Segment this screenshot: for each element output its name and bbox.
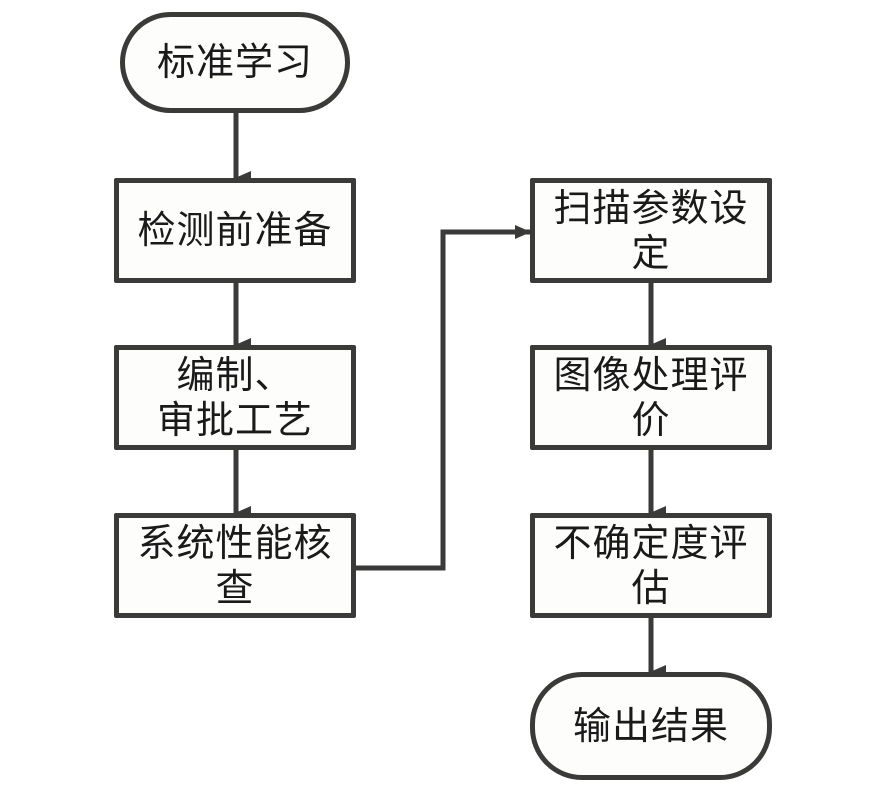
- node-pre-inspection-preparation[interactable]: 检测前准备: [114, 178, 356, 283]
- node-draft-approve-process[interactable]: 编制、 审批工艺: [114, 345, 356, 450]
- node-standard-study[interactable]: 标准学习: [120, 12, 350, 113]
- node-image-processing-evaluation[interactable]: 图像处理评价: [530, 345, 772, 450]
- node-system-performance-check[interactable]: 系统性能核查: [114, 513, 356, 618]
- node-uncertainty-assessment[interactable]: 不确定度评估: [530, 513, 772, 618]
- node-label: 扫描参数设定: [553, 185, 749, 275]
- node-label: 标准学习: [156, 40, 313, 85]
- node-label: 输出结果: [572, 703, 729, 748]
- node-label: 图像处理评价: [553, 352, 749, 442]
- node-label: 编制、 审批工艺: [156, 352, 313, 442]
- node-scan-parameter-setting[interactable]: 扫描参数设定: [530, 178, 772, 283]
- connector-n4-n5: [356, 225, 531, 571]
- node-output-result[interactable]: 输出结果: [530, 672, 772, 780]
- node-label: 系统性能核查: [137, 520, 333, 610]
- node-label: 不确定度评估: [553, 520, 749, 610]
- node-label: 检测前准备: [137, 208, 333, 253]
